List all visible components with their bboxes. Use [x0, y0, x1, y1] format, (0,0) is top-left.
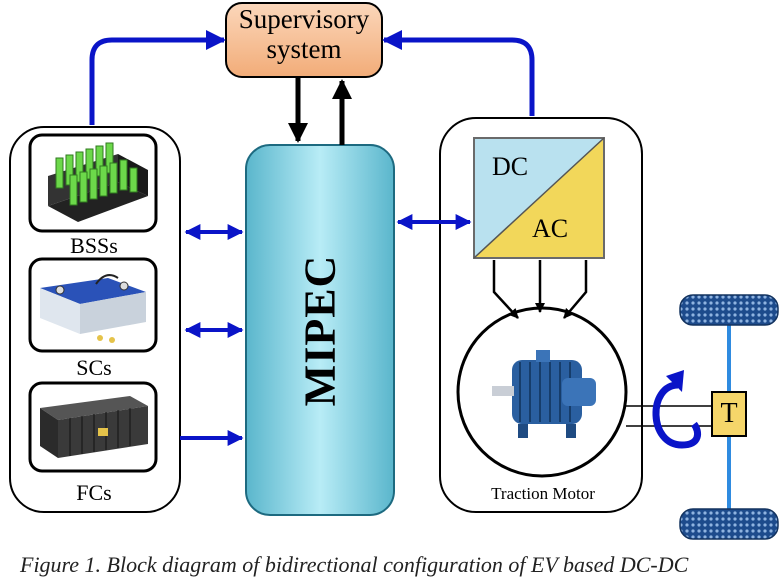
converter-ac-label: AC [532, 214, 569, 243]
supervisory-label-line2: system [266, 34, 342, 64]
supervisory-label-line1: Supervisory [238, 4, 370, 34]
transmission-label: T [720, 398, 738, 429]
wheel-top [679, 294, 779, 326]
sc-label: SCs [76, 355, 112, 380]
figure-caption: Figure 1. Block diagram of bidirectional… [20, 552, 689, 577]
dc-ac-converter [473, 137, 605, 259]
transmission-box [711, 391, 747, 437]
wheel-bottom [679, 508, 779, 540]
arrow-converter-motor-1 [492, 260, 519, 319]
mipec-label: MIPEC [295, 254, 345, 406]
converter-dc-label: DC [492, 152, 529, 181]
arrow-converter-motor-3 [563, 260, 588, 319]
mipec-label-wrap: MIPEC [246, 145, 394, 515]
fc-label: FCs [76, 480, 112, 505]
mipec-block [245, 144, 395, 516]
rotation-arrow-icon [652, 370, 702, 449]
bss-label: BSSs [70, 233, 118, 258]
supervisory-label: Supervisory system [226, 4, 382, 64]
arrow-traction-to-supervisory [382, 30, 535, 116]
electric-motor-icon [492, 350, 596, 438]
battery-pack-icon [28, 133, 158, 233]
supercapacitor-icon [28, 257, 158, 353]
fuel-cell-icon [28, 381, 158, 473]
arrow-sources-to-supervisory [89, 30, 226, 125]
traction-motor-label: Traction Motor [491, 484, 595, 503]
